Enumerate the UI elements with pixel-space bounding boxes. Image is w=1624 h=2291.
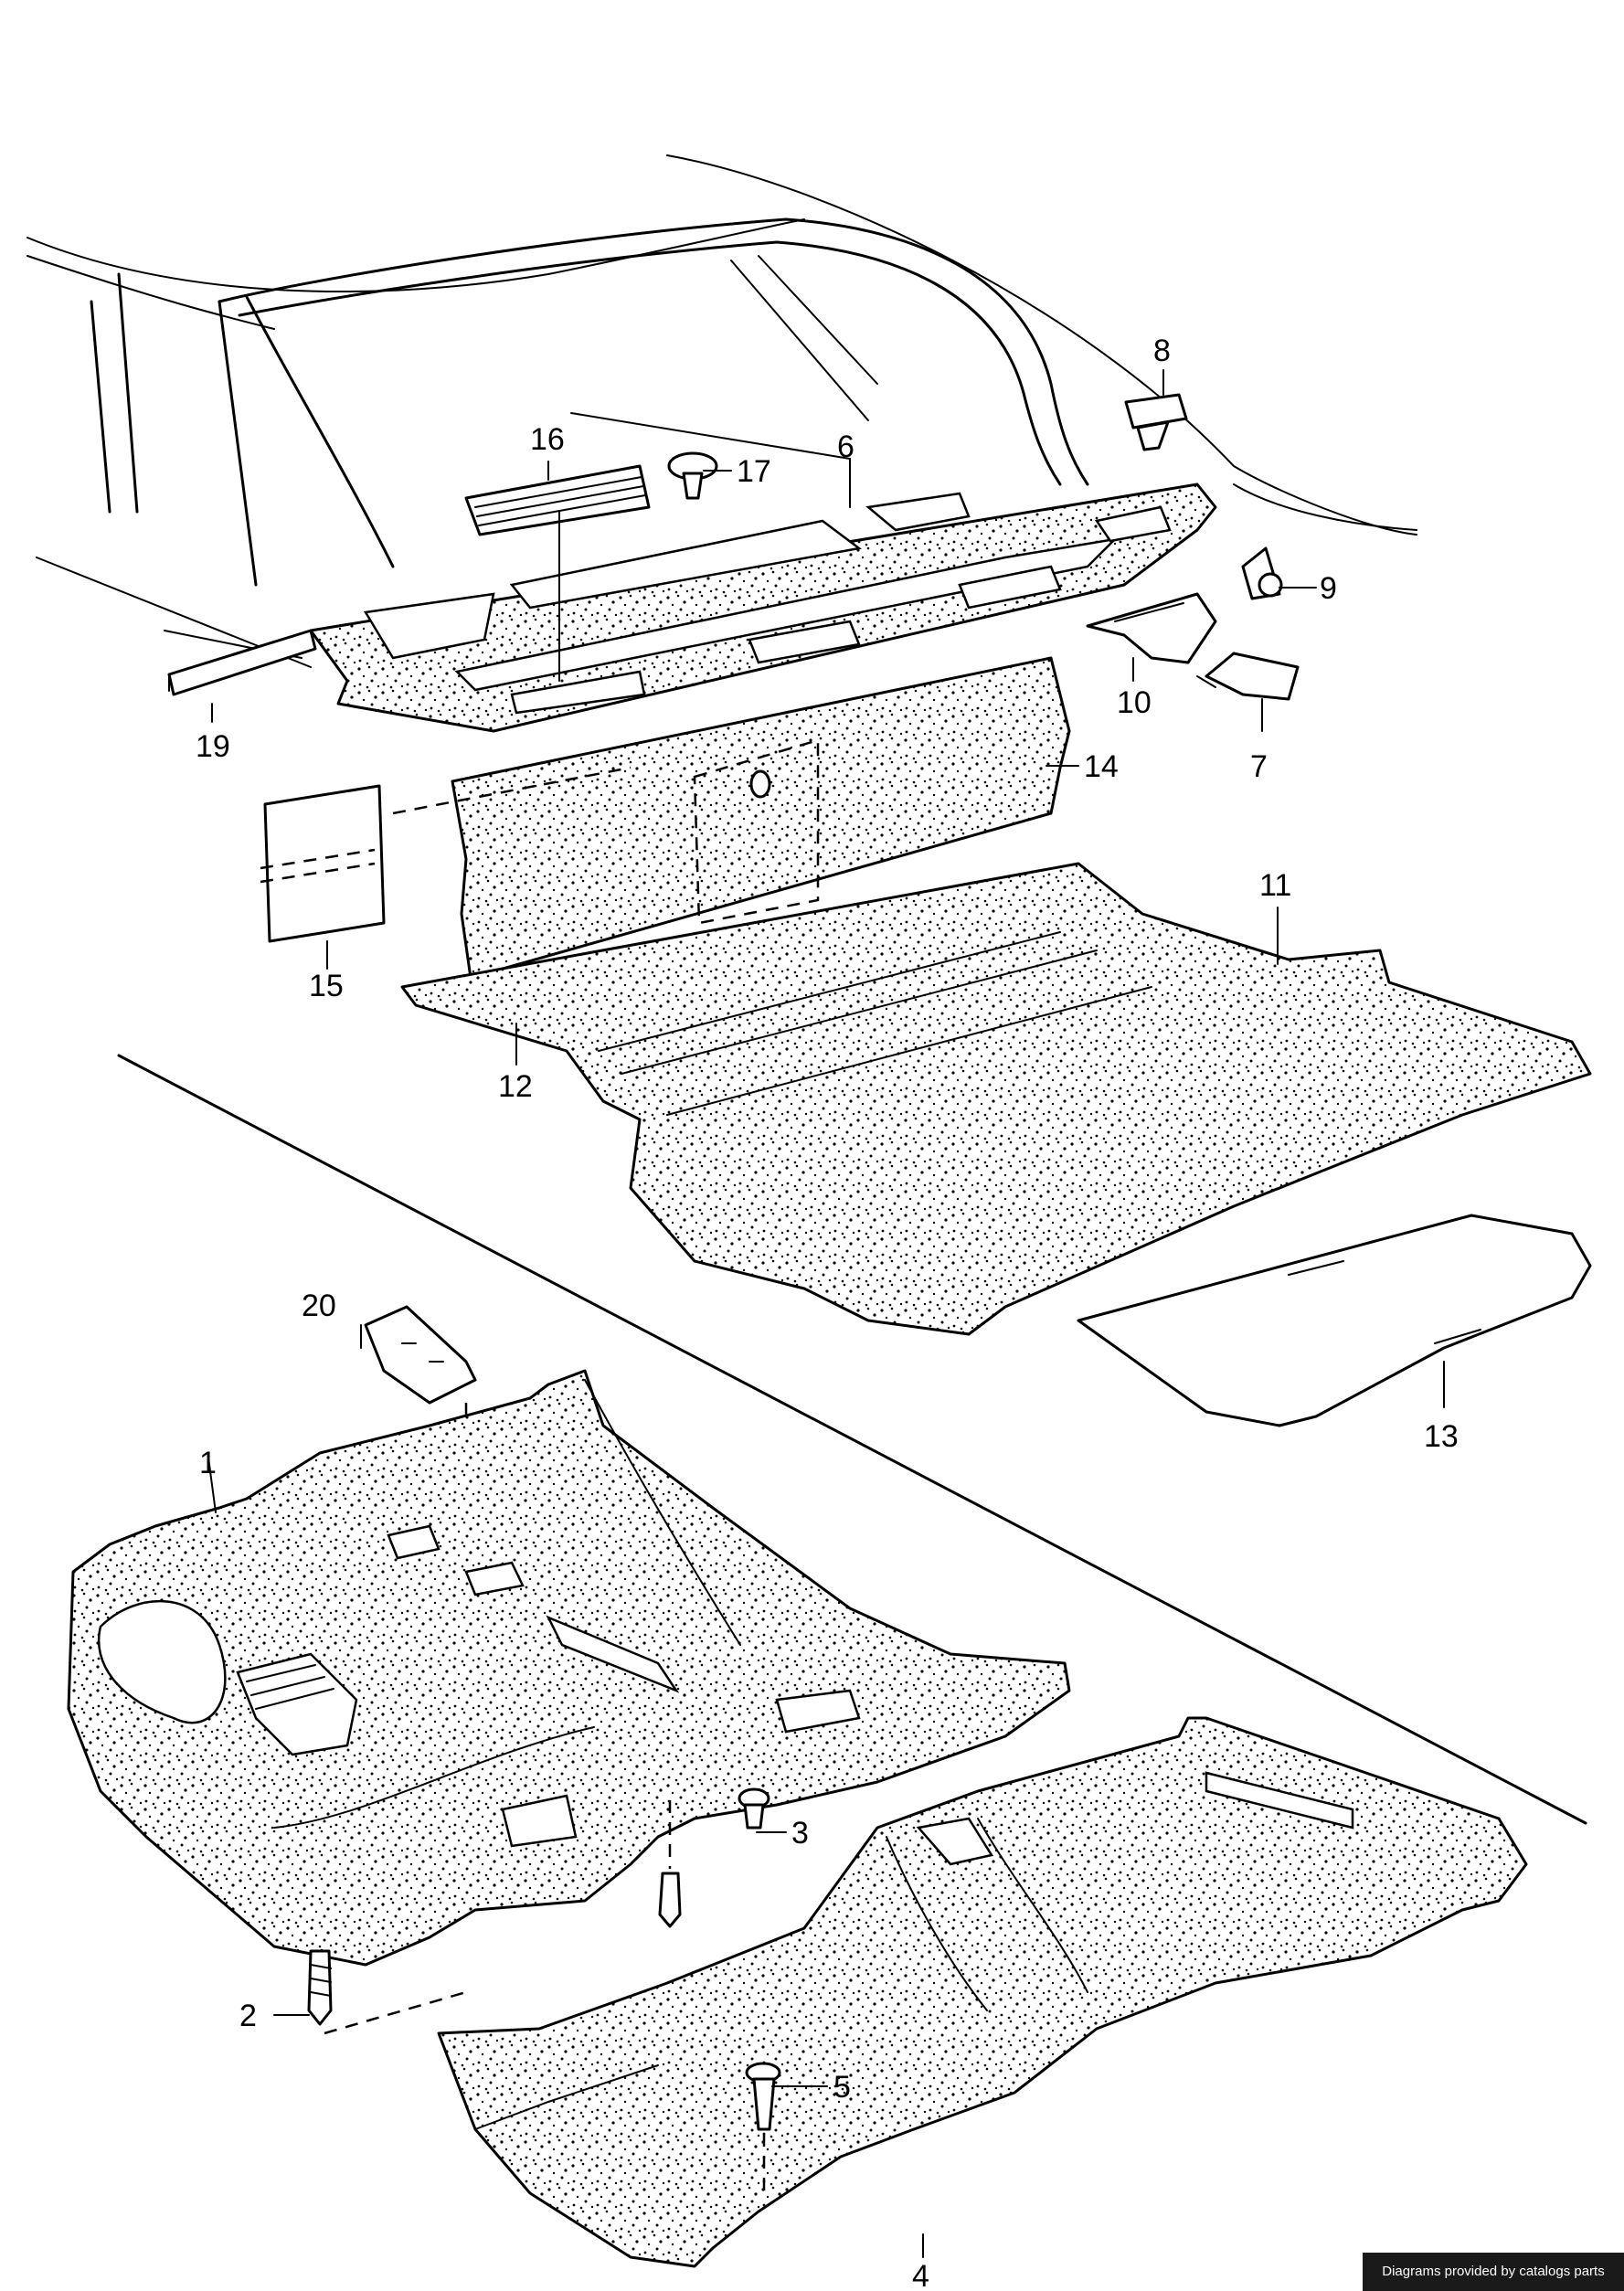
callout-12: 12 [498, 1069, 533, 1104]
callout-8: 8 [1153, 334, 1171, 368]
callout-13: 13 [1424, 1419, 1459, 1454]
callout-7: 7 [1250, 749, 1268, 784]
screw-part-2 [307, 1949, 467, 2035]
callout-6: 6 [837, 430, 854, 464]
rear-floor-carpet [437, 1716, 1528, 2268]
callout-14: 14 [1084, 749, 1119, 784]
callout-17: 17 [737, 454, 771, 489]
section-divider-line [117, 1054, 1587, 1825]
leader-lines [207, 369, 1445, 2258]
bracket-part-7 [1196, 652, 1300, 701]
clip-part-8 [1124, 393, 1188, 451]
credit-banner: Diagrams provided by catalogs parts [1363, 2253, 1624, 2291]
clip-part-9 [1241, 546, 1283, 600]
callout-3: 3 [791, 1816, 809, 1851]
clip-part-17 [667, 451, 718, 500]
screw-part-3 [658, 1787, 770, 1928]
front-floor-carpet [67, 1369, 1071, 1967]
callout-5: 5 [833, 2070, 851, 2105]
cover-plate-part-15 [260, 784, 386, 943]
callout-15: 15 [309, 969, 344, 1003]
strip-part-19 [167, 629, 317, 696]
callout-20: 20 [302, 1289, 336, 1323]
trunk-floor-carpet [400, 862, 1592, 1336]
callout-9: 9 [1320, 571, 1337, 606]
callout-labels: 1 2 3 4 5 6 7 8 9 10 11 12 13 14 15 16 1… [196, 334, 1459, 2291]
rear-panel-carpet [392, 656, 1071, 980]
speaker-grille-part-16 [464, 464, 651, 536]
callout-10: 10 [1117, 685, 1152, 720]
callout-2: 2 [239, 1999, 257, 2033]
callout-19: 19 [196, 729, 230, 764]
underlay-mat-part-13 [1077, 1214, 1592, 1427]
bracket-part-10 [1086, 592, 1217, 664]
callout-1: 1 [199, 1446, 217, 1480]
callout-11: 11 [1259, 868, 1291, 903]
callout-4: 4 [912, 2259, 929, 2291]
clip-part-5 [745, 2062, 781, 2193]
parcel-shelf [309, 483, 1217, 733]
callout-16: 16 [530, 422, 565, 457]
